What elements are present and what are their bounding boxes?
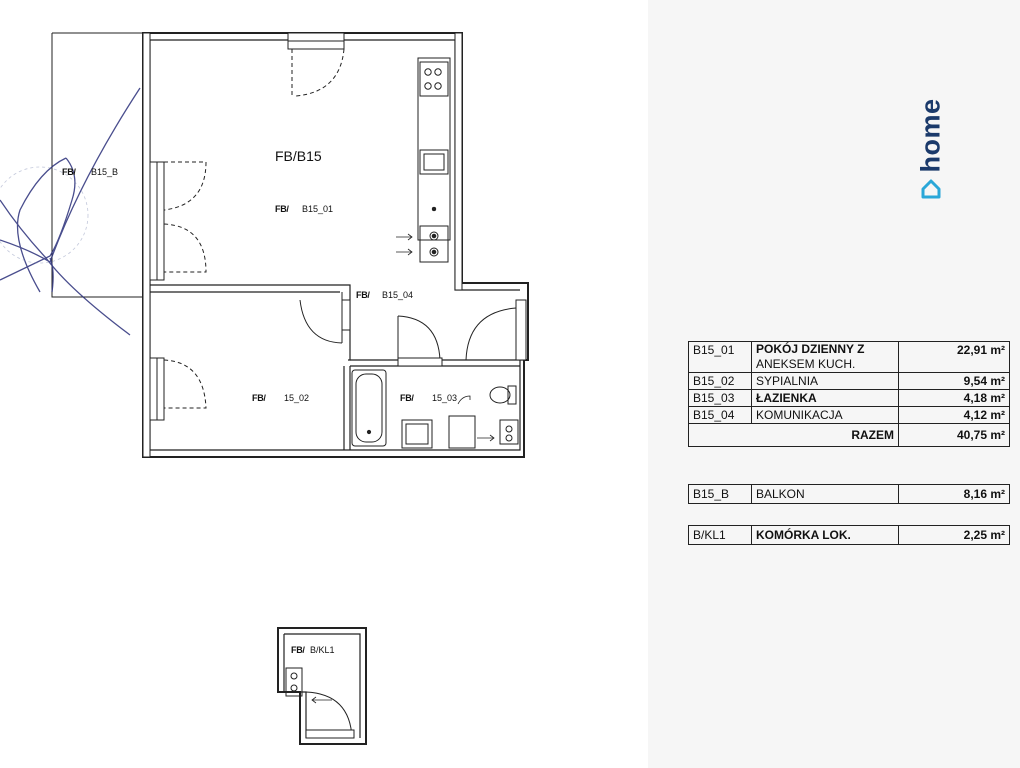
table-row: B15_01 POKÓJ DZIENNY Z ANEKSEM KUCH. 22,…: [688, 341, 1010, 373]
room-code: B15_02: [688, 372, 752, 390]
total-row: RAZEM 40,75 m²: [688, 423, 1010, 447]
room-area: 9,54 m²: [898, 372, 1010, 390]
kitchen-counter: [417, 57, 451, 241]
table-row: B15_B BALKON 8,16 m²: [688, 484, 1010, 504]
room-area: 4,18 m²: [898, 389, 1010, 407]
balcony-name: BALKON: [751, 484, 899, 504]
storage-outline: [277, 627, 367, 745]
total-area: 40,75 m²: [898, 423, 1010, 447]
storage-prefix: FB/: [291, 645, 305, 655]
brand-name: home: [915, 98, 946, 173]
signature: [0, 87, 141, 336]
room-name: ŁAZIENKA: [751, 389, 899, 407]
living-prefix: FB/: [275, 204, 289, 214]
balcony-prefix: FB/: [62, 167, 76, 177]
table-row: B15_02 SYPIALNIA 9,54 m²: [688, 372, 1010, 390]
balcony-area: 8,16 m²: [898, 484, 1010, 504]
bathroom-code: 15_03: [432, 393, 458, 403]
house-icon: [921, 179, 941, 199]
room-name: POKÓJ DZIENNY Z: [756, 342, 865, 356]
bathroom-prefix: FB/: [400, 393, 414, 403]
storage-area: 2,25 m²: [898, 525, 1010, 545]
stamp: [0, 166, 89, 264]
balcony-code-cell: B15_B: [688, 484, 752, 504]
storage-code: B/KL1: [310, 645, 335, 655]
room-code: B15_04: [688, 406, 752, 424]
bedroom-prefix: FB/: [252, 393, 266, 403]
bedroom-code: 15_02: [284, 393, 310, 403]
bathtub: [351, 369, 387, 447]
brand-logo: home: [906, 82, 954, 202]
storage-name: KOMÓRKA LOK.: [751, 525, 899, 545]
balcony-table: B15_B BALKON 8,16 m²: [688, 484, 1010, 504]
storage-table: B/KL1 KOMÓRKA LOK. 2,25 m²: [688, 525, 1010, 545]
table-row: B15_03 ŁAZIENKA 4,18 m²: [688, 389, 1010, 407]
table-row: B15_04 KOMUNIKACJA 4,12 m²: [688, 406, 1010, 424]
hall-code: B15_04: [382, 290, 414, 300]
hall-prefix: FB/: [356, 290, 370, 300]
room-code: B15_03: [688, 389, 752, 407]
room-name: KOMUNIKACJA: [751, 406, 899, 424]
total-label: RAZEM: [688, 423, 899, 447]
table-row: B/KL1 KOMÓRKA LOK. 2,25 m²: [688, 525, 1010, 545]
room-area: 4,12 m²: [898, 406, 1010, 424]
room-area: 22,91 m²: [898, 341, 1010, 373]
unit-label: FB/B15: [275, 148, 322, 164]
storage-code-cell: B/KL1: [688, 525, 752, 545]
room-name-line2: ANEKSEM KUCH.: [756, 357, 856, 371]
balcony-outline: [51, 32, 143, 298]
room-code: B15_01: [688, 341, 752, 373]
rooms-table: B15_01 POKÓJ DZIENNY Z ANEKSEM KUCH. 22,…: [688, 341, 1010, 447]
room-name: SYPIALNIA: [751, 372, 899, 390]
balcony-code: B15_B: [91, 167, 119, 177]
living-code: B15_01: [302, 204, 334, 214]
